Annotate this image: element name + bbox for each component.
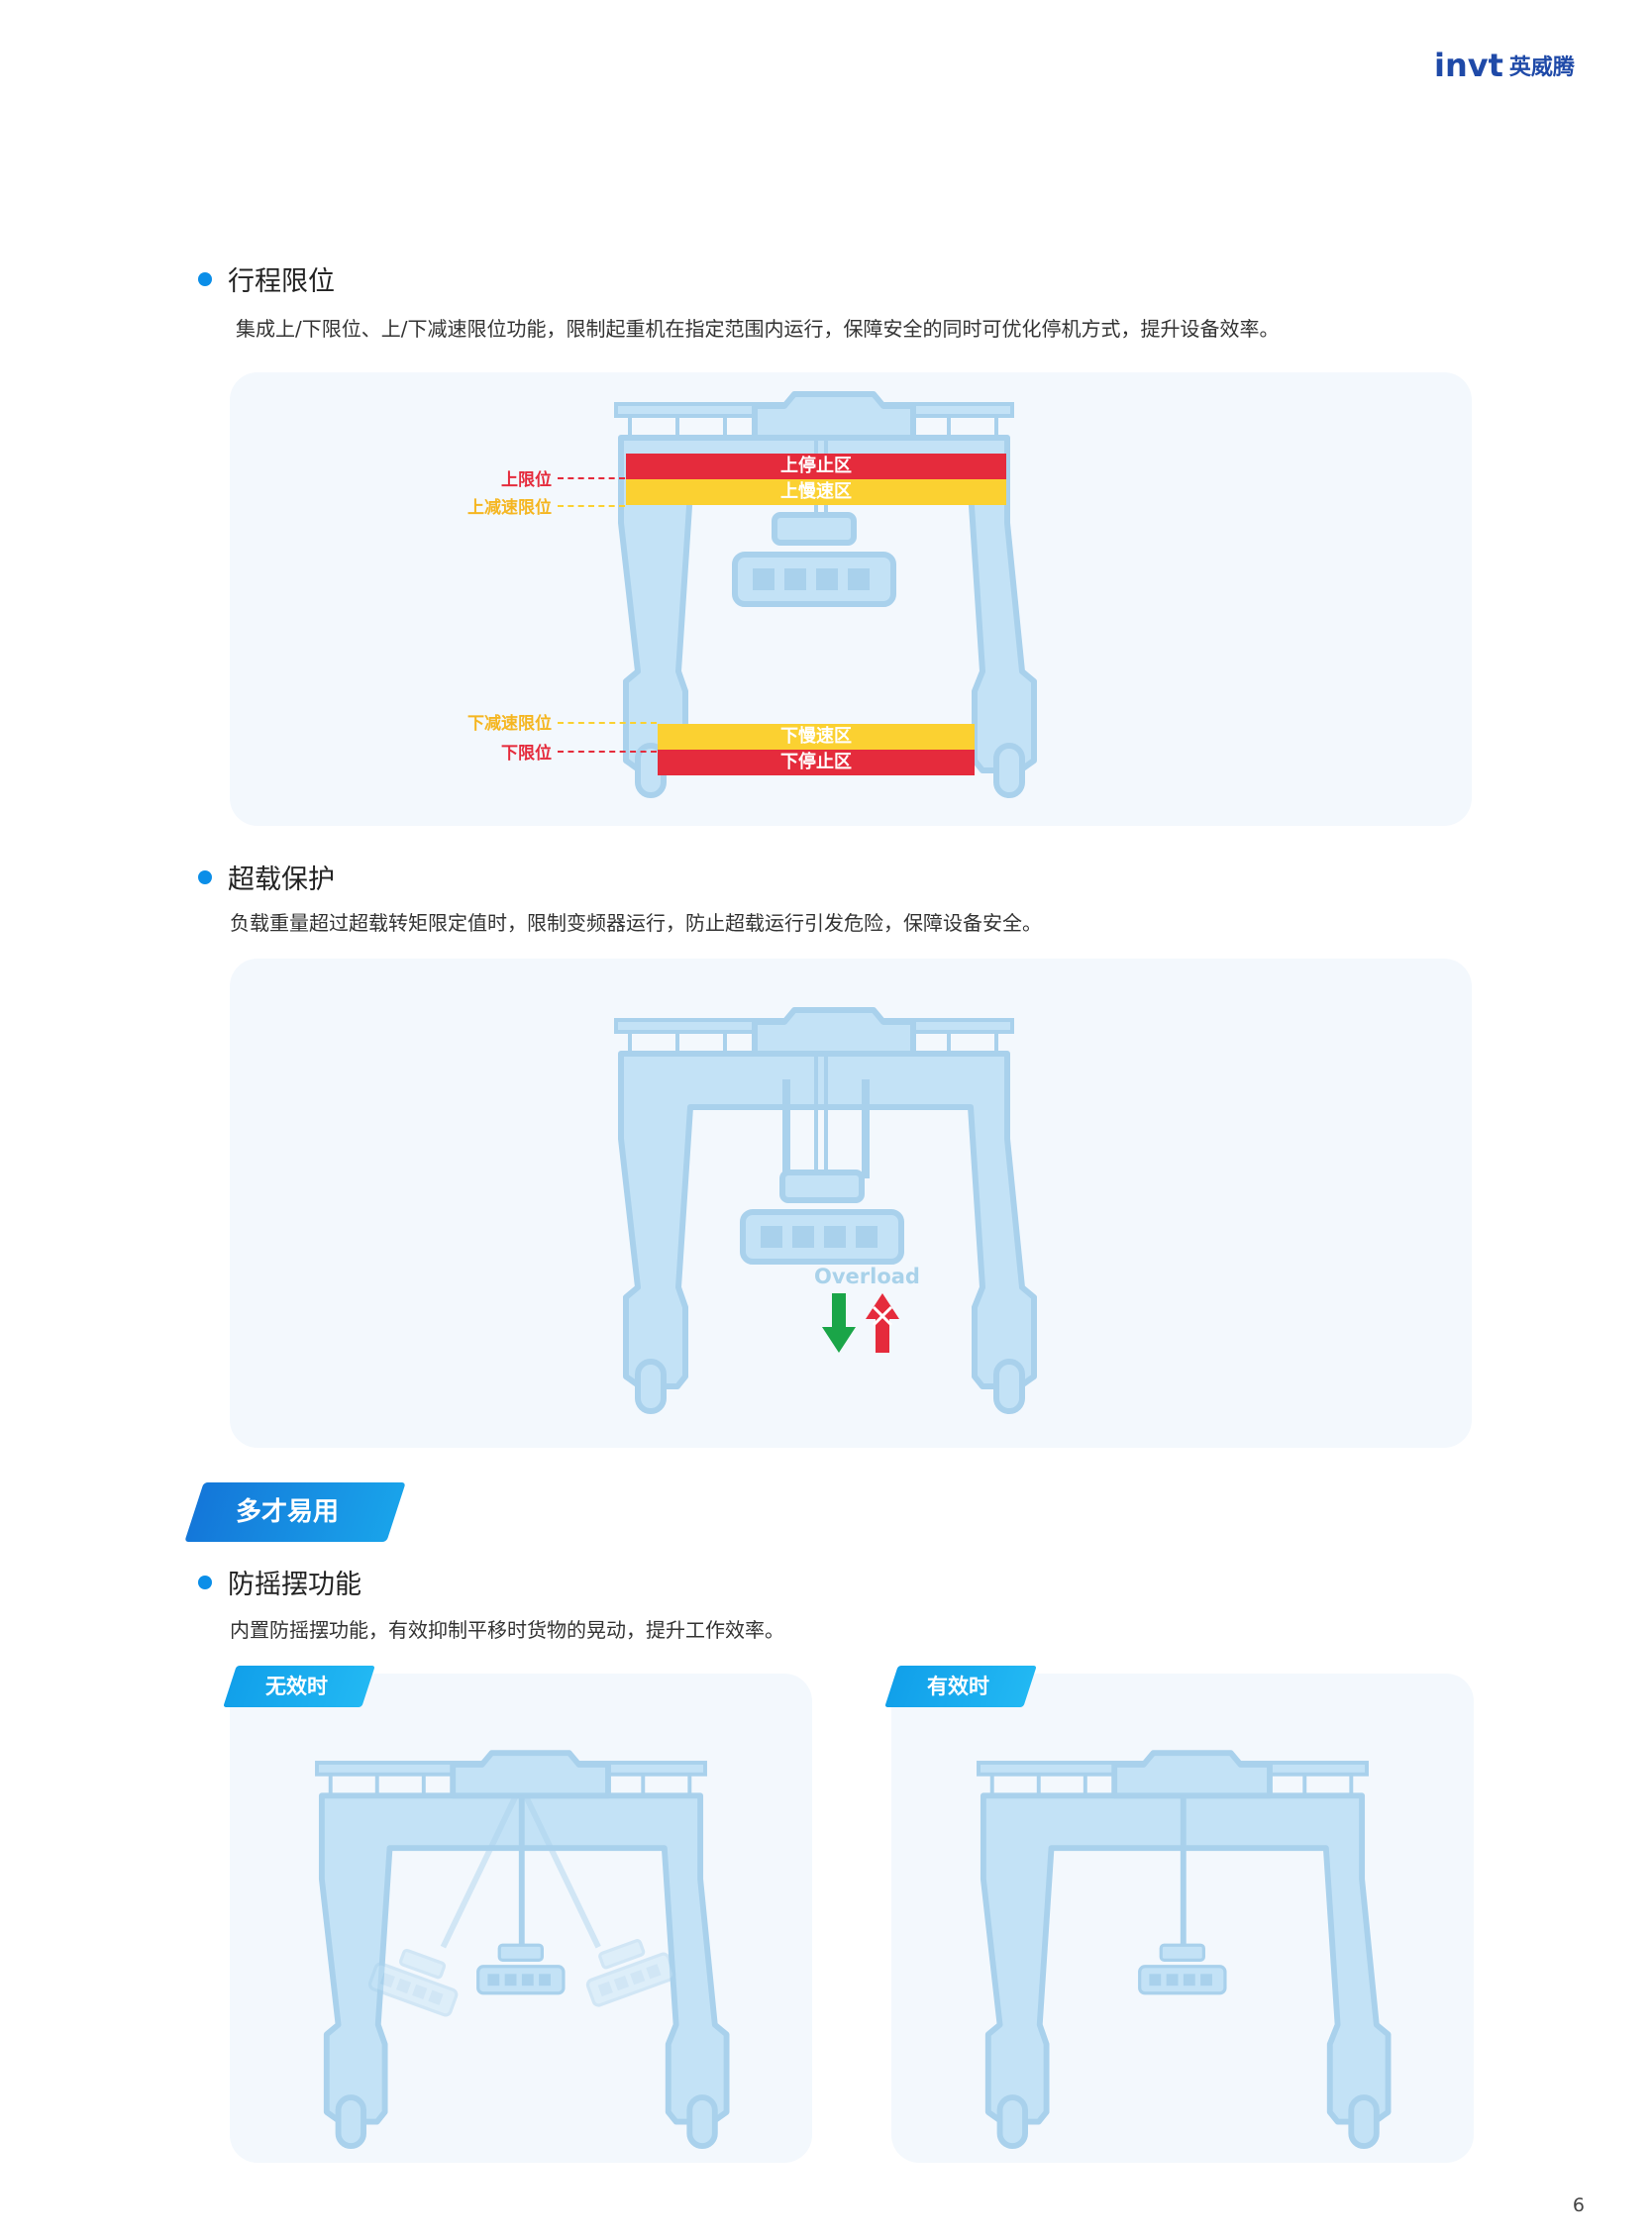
section-title-travel-limit: 行程限位	[198, 259, 335, 298]
lower-decel-dash	[558, 722, 657, 724]
page-number: 6	[1572, 2194, 1585, 2216]
tag-off-text: 无效时	[265, 1675, 328, 1698]
upper-decel-dash	[558, 505, 625, 507]
section-description-overload: 负载重量超过超载转矩限定值时，限制变频器运行，防止超载运行引发危险，保障设备安全…	[230, 911, 1042, 935]
section-title-anti-sway: 防摇摆功能	[198, 1563, 361, 1601]
upper-stop-zone: 上停止区	[626, 454, 1006, 479]
tag-on-text: 有效时	[927, 1675, 989, 1698]
overload-label: Overload	[814, 1265, 920, 1288]
bullet-dot	[198, 1575, 212, 1589]
upper-limit-dash	[558, 477, 625, 479]
lower-limit-dash	[558, 751, 657, 753]
versatile-banner-text: 多才易用	[236, 1497, 340, 1527]
lower-limit-label: 下限位	[501, 744, 552, 764]
section-title-overload: 超载保护	[198, 858, 335, 896]
section-description-travel-limit: 集成上/下限位、上/下减速限位功能，限制起重机在指定范围内运行，保障安全的同时可…	[236, 317, 1280, 341]
section-title-text: 防摇摆功能	[228, 1570, 361, 1600]
gantry-crane-overload-illustration	[616, 1020, 1032, 1396]
bullet-dot	[198, 869, 212, 884]
section-title-text: 行程限位	[228, 266, 335, 297]
upper-limit-label: 上限位	[501, 470, 552, 490]
overload-arrows	[822, 1293, 899, 1353]
section-description-anti-sway: 内置防摇摆功能，有效抑制平移时货物的晃动，提升工作效率。	[230, 1618, 784, 1642]
upper-decel-label: 上减速限位	[467, 498, 552, 518]
upper-slow-zone: 上慢速区	[626, 479, 1006, 505]
brand-logo: invt 英威腾	[1434, 47, 1575, 84]
gantry-crane-sway-off-illustration	[317, 1763, 725, 2131]
down-arrow-icon	[822, 1293, 856, 1353]
lower-slow-zone: 下慢速区	[658, 724, 975, 750]
up-arrow-blocked-icon	[866, 1293, 899, 1353]
bullet-dot	[198, 271, 212, 286]
section-title-text: 超载保护	[228, 865, 335, 895]
brand-logo-name: 英威腾	[1508, 55, 1575, 80]
lower-decel-label: 下减速限位	[467, 714, 552, 734]
gantry-crane-sway-on-illustration	[979, 1763, 1387, 2131]
lower-stop-zone: 下停止区	[658, 750, 975, 775]
brand-logo-mark: invt	[1434, 47, 1503, 84]
